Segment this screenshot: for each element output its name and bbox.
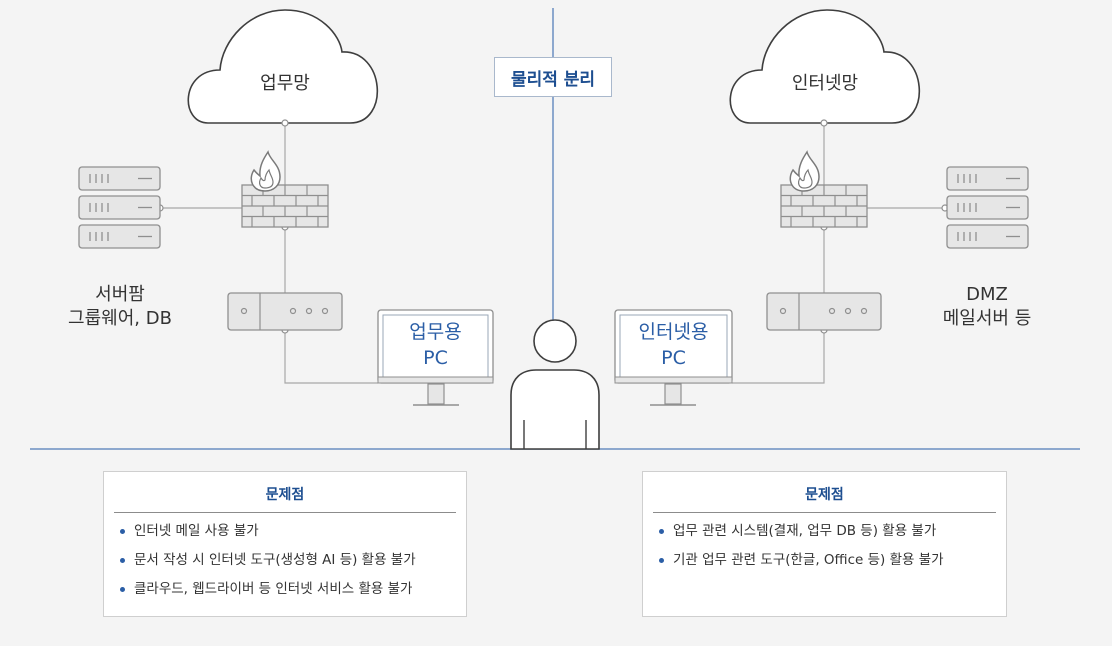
bullet-icon [120, 587, 125, 592]
firewall-icon [241, 184, 329, 228]
flame-icon [250, 150, 281, 192]
left-pc-label-line1: 업무용 [409, 321, 462, 343]
left-server-label-line1: 서버팜 [95, 284, 145, 305]
problems-panel-right: 문제점 업무 관련 시스템(결재, 업무 DB 등) 활용 불가 기관 업무 관… [642, 471, 1007, 617]
list-item-text: 문서 작성 시 인터넷 도구(생성형 AI 등) 활용 불가 [134, 552, 416, 568]
connection-lines-left [160, 123, 378, 384]
bullet-icon [659, 558, 664, 563]
bullet-icon [120, 558, 125, 563]
right-pc-label-line2: PC [661, 347, 686, 369]
connection-lines-right [732, 123, 945, 384]
right-pc-label: 인터넷용 PC [620, 319, 727, 371]
problems-panel-left: 문제점 인터넷 메일 사용 불가 문서 작성 시 인터넷 도구(생성형 AI 등… [103, 471, 467, 617]
right-server-label: DMZ 메일서버 등 [917, 283, 1057, 331]
person-icon [510, 319, 600, 450]
problem-list: 인터넷 메일 사용 불가 문서 작성 시 인터넷 도구(생성형 AI 등) 활용… [104, 523, 466, 597]
list-item-text: 업무 관련 시스템(결재, 업무 DB 등) 활용 불가 [673, 523, 937, 539]
problem-list: 업무 관련 시스템(결재, 업무 DB 등) 활용 불가 기관 업무 관련 도구… [643, 523, 1006, 568]
list-item-text: 기관 업무 관련 도구(한글, Office 등) 활용 불가 [673, 552, 944, 568]
left-server-label-line2: 그룹웨어, DB [68, 308, 172, 329]
panel-title: 문제점 [114, 484, 456, 513]
left-server-label: 서버팜 그룹웨어, DB [50, 283, 190, 331]
list-item: 인터넷 메일 사용 불가 [120, 523, 466, 539]
switch-icon [766, 292, 882, 331]
right-server-label-line1: DMZ [966, 284, 1008, 305]
list-item: 업무 관련 시스템(결재, 업무 DB 등) 활용 불가 [659, 523, 1006, 539]
monitor-icon [614, 309, 733, 406]
server-icon [78, 166, 161, 249]
flame-icon [789, 150, 820, 192]
right-server-label-line2: 메일서버 등 [942, 308, 1032, 329]
list-item-text: 인터넷 메일 사용 불가 [134, 523, 259, 539]
right-pc-label-line1: 인터넷용 [638, 321, 709, 343]
monitor-icon [377, 309, 494, 406]
left-pc-label: 업무용 PC [383, 319, 488, 371]
switch-icon [227, 292, 343, 331]
cloud-icon [187, 9, 379, 124]
bullet-icon [659, 529, 664, 534]
list-item-text: 클라우드, 웹드라이버 등 인터넷 서비스 활용 불가 [134, 581, 413, 597]
left-network-label: 업무망 [260, 73, 310, 94]
list-item: 클라우드, 웹드라이버 등 인터넷 서비스 활용 불가 [120, 581, 466, 597]
left-pc-label-line2: PC [423, 347, 448, 369]
firewall-icon [780, 184, 868, 228]
server-icon [946, 166, 1029, 249]
list-item: 문서 작성 시 인터넷 도구(생성형 AI 등) 활용 불가 [120, 552, 466, 568]
separation-label: 물리적 분리 [494, 57, 612, 97]
panel-title: 문제점 [653, 484, 996, 513]
bullet-icon [120, 529, 125, 534]
right-network-label: 인터넷망 [791, 73, 859, 94]
list-item: 기관 업무 관련 도구(한글, Office 등) 활용 불가 [659, 552, 1006, 568]
cloud-icon [729, 9, 921, 124]
